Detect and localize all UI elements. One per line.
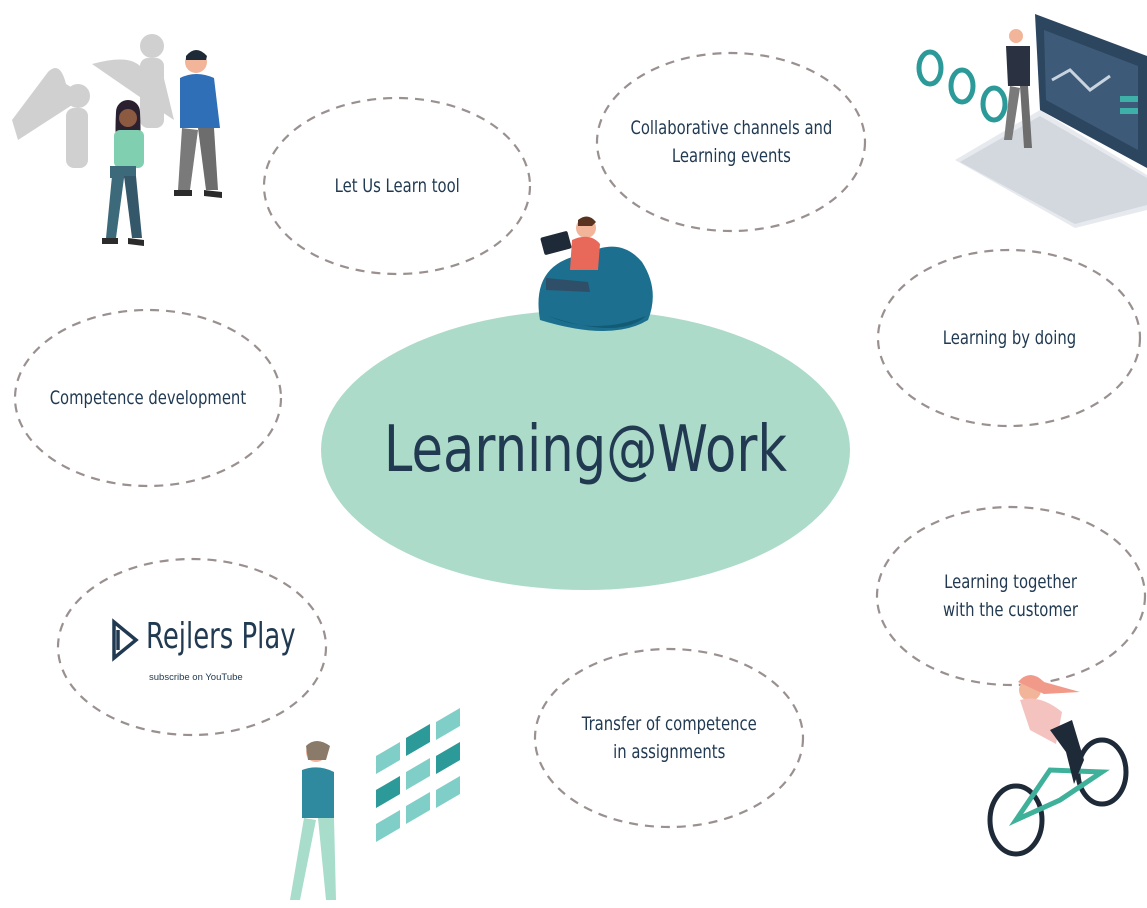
node-learning-together: Learning together with the customer: [877, 507, 1145, 685]
bubble-outline-learning-together: [875, 505, 1147, 687]
node-transfer-of-competence: Transfer of competence in assignments: [535, 649, 803, 827]
document-browsing-illustration: [290, 708, 460, 900]
rejlers-play-link[interactable]: Rejlers Play subscribe on YouTube: [108, 616, 296, 688]
cyclist-illustration: [987, 675, 1129, 857]
node-collaborative-channels: Collaborative channels and Learning even…: [597, 53, 865, 231]
bubble-outline-competence: [13, 308, 283, 488]
superhero-people-illustration: [12, 34, 222, 246]
node-let-us-learn: Let Us Learn tool: [264, 98, 530, 274]
rejlers-play-name: Rejlers Play: [146, 616, 296, 657]
node-label: Learning by doing: [942, 327, 1076, 349]
bubble-outline-transfer: [533, 647, 805, 829]
rejlers-play-logo-icon: [112, 618, 139, 662]
node-label: Competence development: [49, 387, 247, 409]
bubble-outline-let-us-learn: [262, 96, 532, 276]
beanbag-reader-illustration: [538, 216, 653, 331]
node-label: with the customer: [943, 599, 1079, 621]
laptop-presentation-illustration: [916, 14, 1147, 228]
bubble-outline-rejlers-play: [56, 557, 328, 737]
node-label: Transfer of competence: [581, 713, 757, 735]
node-label: Let Us Learn tool: [334, 175, 460, 197]
node-label: Learning together: [944, 571, 1078, 593]
node-label: Collaborative channels and: [630, 117, 832, 139]
rejlers-play-subtitle: subscribe on YouTube: [149, 672, 243, 683]
node-competence-development: Competence development: [15, 310, 281, 486]
node-label: in assignments: [612, 741, 726, 763]
bubble-outline-learning-by-doing: [876, 248, 1142, 428]
node-label: Learning events: [671, 145, 791, 167]
node-learning-by-doing: Learning by doing: [878, 250, 1140, 426]
center-ellipse: [321, 310, 850, 590]
center-title: Learning@Work: [383, 413, 788, 487]
bubble-outline-collaborative: [595, 51, 867, 233]
